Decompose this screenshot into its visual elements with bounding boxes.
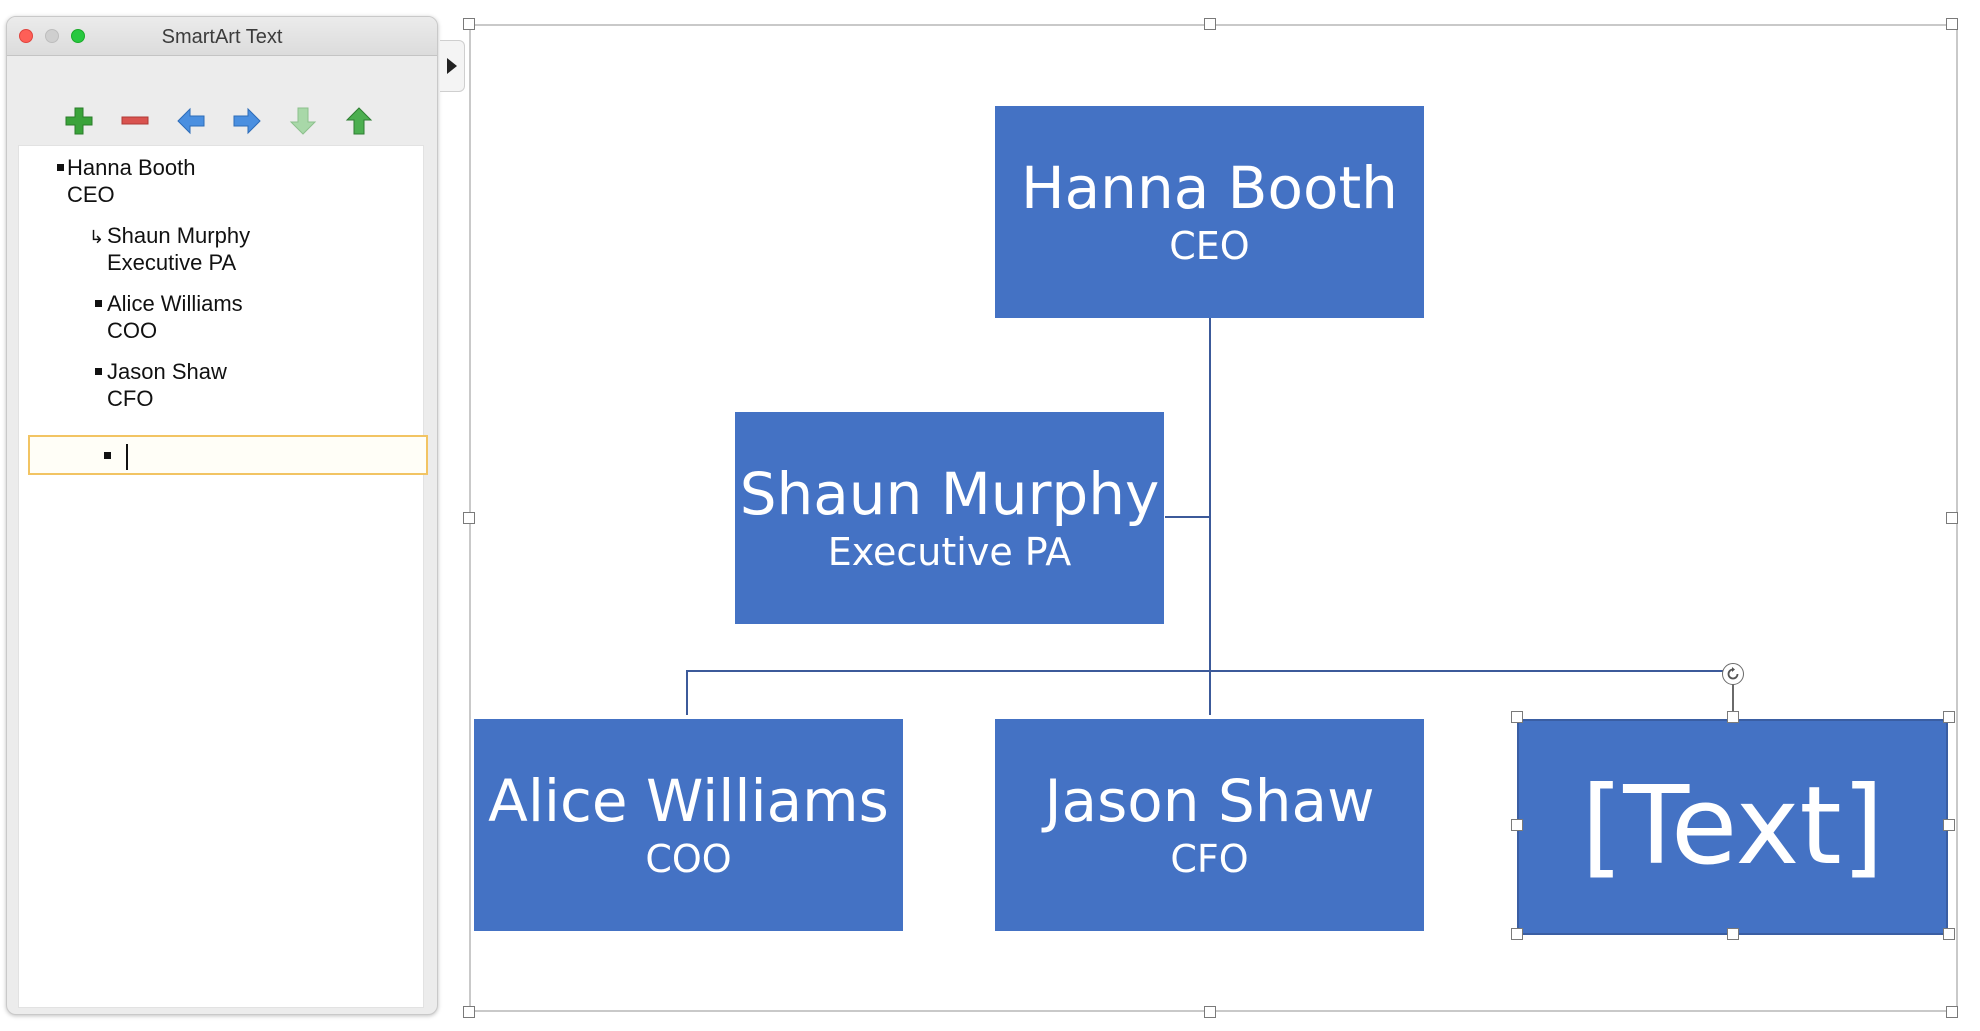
- item-name: Alice Williams: [107, 291, 243, 316]
- add-item-button[interactable]: [63, 105, 95, 137]
- move-down-button[interactable]: [287, 105, 319, 137]
- shape-resize-handle[interactable]: [1943, 711, 1955, 723]
- resize-handle[interactable]: [1946, 18, 1958, 30]
- bullet-icon: [104, 452, 111, 459]
- box-name: Shaun Murphy: [739, 460, 1160, 528]
- bullet-icon: [57, 164, 64, 171]
- box-role: Executive PA: [827, 530, 1072, 574]
- collapse-text-pane-button[interactable]: [440, 40, 465, 92]
- box-name: [Text]: [1581, 764, 1884, 889]
- text-pane-toolbar: [7, 55, 437, 155]
- list-item[interactable]: Jason Shaw CFO: [95, 358, 227, 412]
- plus-icon: [65, 107, 93, 135]
- org-box-placeholder[interactable]: [Text]: [1517, 719, 1948, 935]
- shape-resize-handle[interactable]: [1727, 711, 1739, 723]
- list-item[interactable]: Alice Williams COO: [95, 290, 243, 344]
- item-name: Hanna Booth: [67, 155, 196, 180]
- minimize-window-button[interactable]: [45, 29, 59, 43]
- arrow-down-icon: [289, 107, 317, 135]
- resize-handle[interactable]: [463, 1006, 475, 1018]
- list-item[interactable]: ↳ Shaun Murphy Executive PA: [89, 222, 251, 276]
- resize-handle[interactable]: [463, 512, 475, 524]
- move-up-button[interactable]: [343, 105, 375, 137]
- minus-icon: [121, 116, 149, 125]
- demote-button[interactable]: [231, 105, 263, 137]
- shape-resize-handle[interactable]: [1727, 928, 1739, 940]
- org-box-assistant[interactable]: Shaun Murphy Executive PA: [735, 412, 1164, 624]
- box-name: Alice Williams: [488, 767, 889, 835]
- window-title: SmartArt Text: [161, 26, 283, 48]
- smartart-text-pane: SmartArt Text: [6, 16, 438, 1015]
- resize-handle[interactable]: [463, 18, 475, 30]
- list-item[interactable]: Hanna Booth CEO: [57, 154, 196, 208]
- arrow-left-icon: [177, 107, 205, 135]
- box-role: CEO: [1169, 224, 1250, 268]
- text-caret: [126, 444, 128, 470]
- shape-resize-handle[interactable]: [1511, 711, 1523, 723]
- shape-resize-handle[interactable]: [1943, 819, 1955, 831]
- assistant-arrow-icon: ↳: [89, 227, 105, 247]
- box-role: CFO: [1170, 837, 1249, 881]
- bullet-icon: [95, 368, 102, 375]
- box-name: Jason Shaw: [1044, 767, 1375, 835]
- title-bar[interactable]: SmartArt Text: [7, 17, 437, 56]
- item-role: COO: [107, 318, 158, 343]
- active-list-item[interactable]: [28, 435, 428, 475]
- shape-resize-handle[interactable]: [1511, 819, 1523, 831]
- text-outline[interactable]: Hanna Booth CEO ↳ Shaun Murphy Executive…: [18, 145, 428, 1008]
- resize-handle[interactable]: [1946, 512, 1958, 524]
- item-role: Executive PA: [107, 250, 237, 275]
- remove-item-button[interactable]: [119, 105, 151, 137]
- zoom-window-button[interactable]: [71, 29, 85, 43]
- resize-handle[interactable]: [1204, 1006, 1216, 1018]
- promote-button[interactable]: [175, 105, 207, 137]
- connector-line: [1165, 516, 1211, 518]
- rotate-handle-icon[interactable]: [1722, 663, 1744, 685]
- arrow-right-icon: [233, 107, 261, 135]
- box-name: Hanna Booth: [1021, 154, 1398, 222]
- arrow-up-icon: [345, 107, 373, 135]
- item-name: Jason Shaw: [107, 359, 227, 384]
- close-window-button[interactable]: [19, 29, 33, 43]
- shape-resize-handle[interactable]: [1943, 928, 1955, 940]
- item-name: Shaun Murphy: [107, 223, 251, 248]
- item-role: CFO: [107, 386, 154, 411]
- org-box-cfo[interactable]: Jason Shaw CFO: [995, 719, 1424, 931]
- rotation-stem: [1732, 684, 1734, 711]
- item-role: CEO: [67, 182, 115, 207]
- bullet-icon: [95, 300, 102, 307]
- connector-line: [686, 670, 1734, 672]
- resize-handle[interactable]: [1946, 1006, 1958, 1018]
- org-box-coo[interactable]: Alice Williams COO: [474, 719, 903, 931]
- box-role: COO: [645, 837, 732, 881]
- org-box-ceo[interactable]: Hanna Booth CEO: [995, 106, 1424, 318]
- connector-line: [686, 670, 688, 715]
- disclosure-triangle-icon: [447, 58, 457, 74]
- shape-resize-handle[interactable]: [1511, 928, 1523, 940]
- resize-handle[interactable]: [1204, 18, 1216, 30]
